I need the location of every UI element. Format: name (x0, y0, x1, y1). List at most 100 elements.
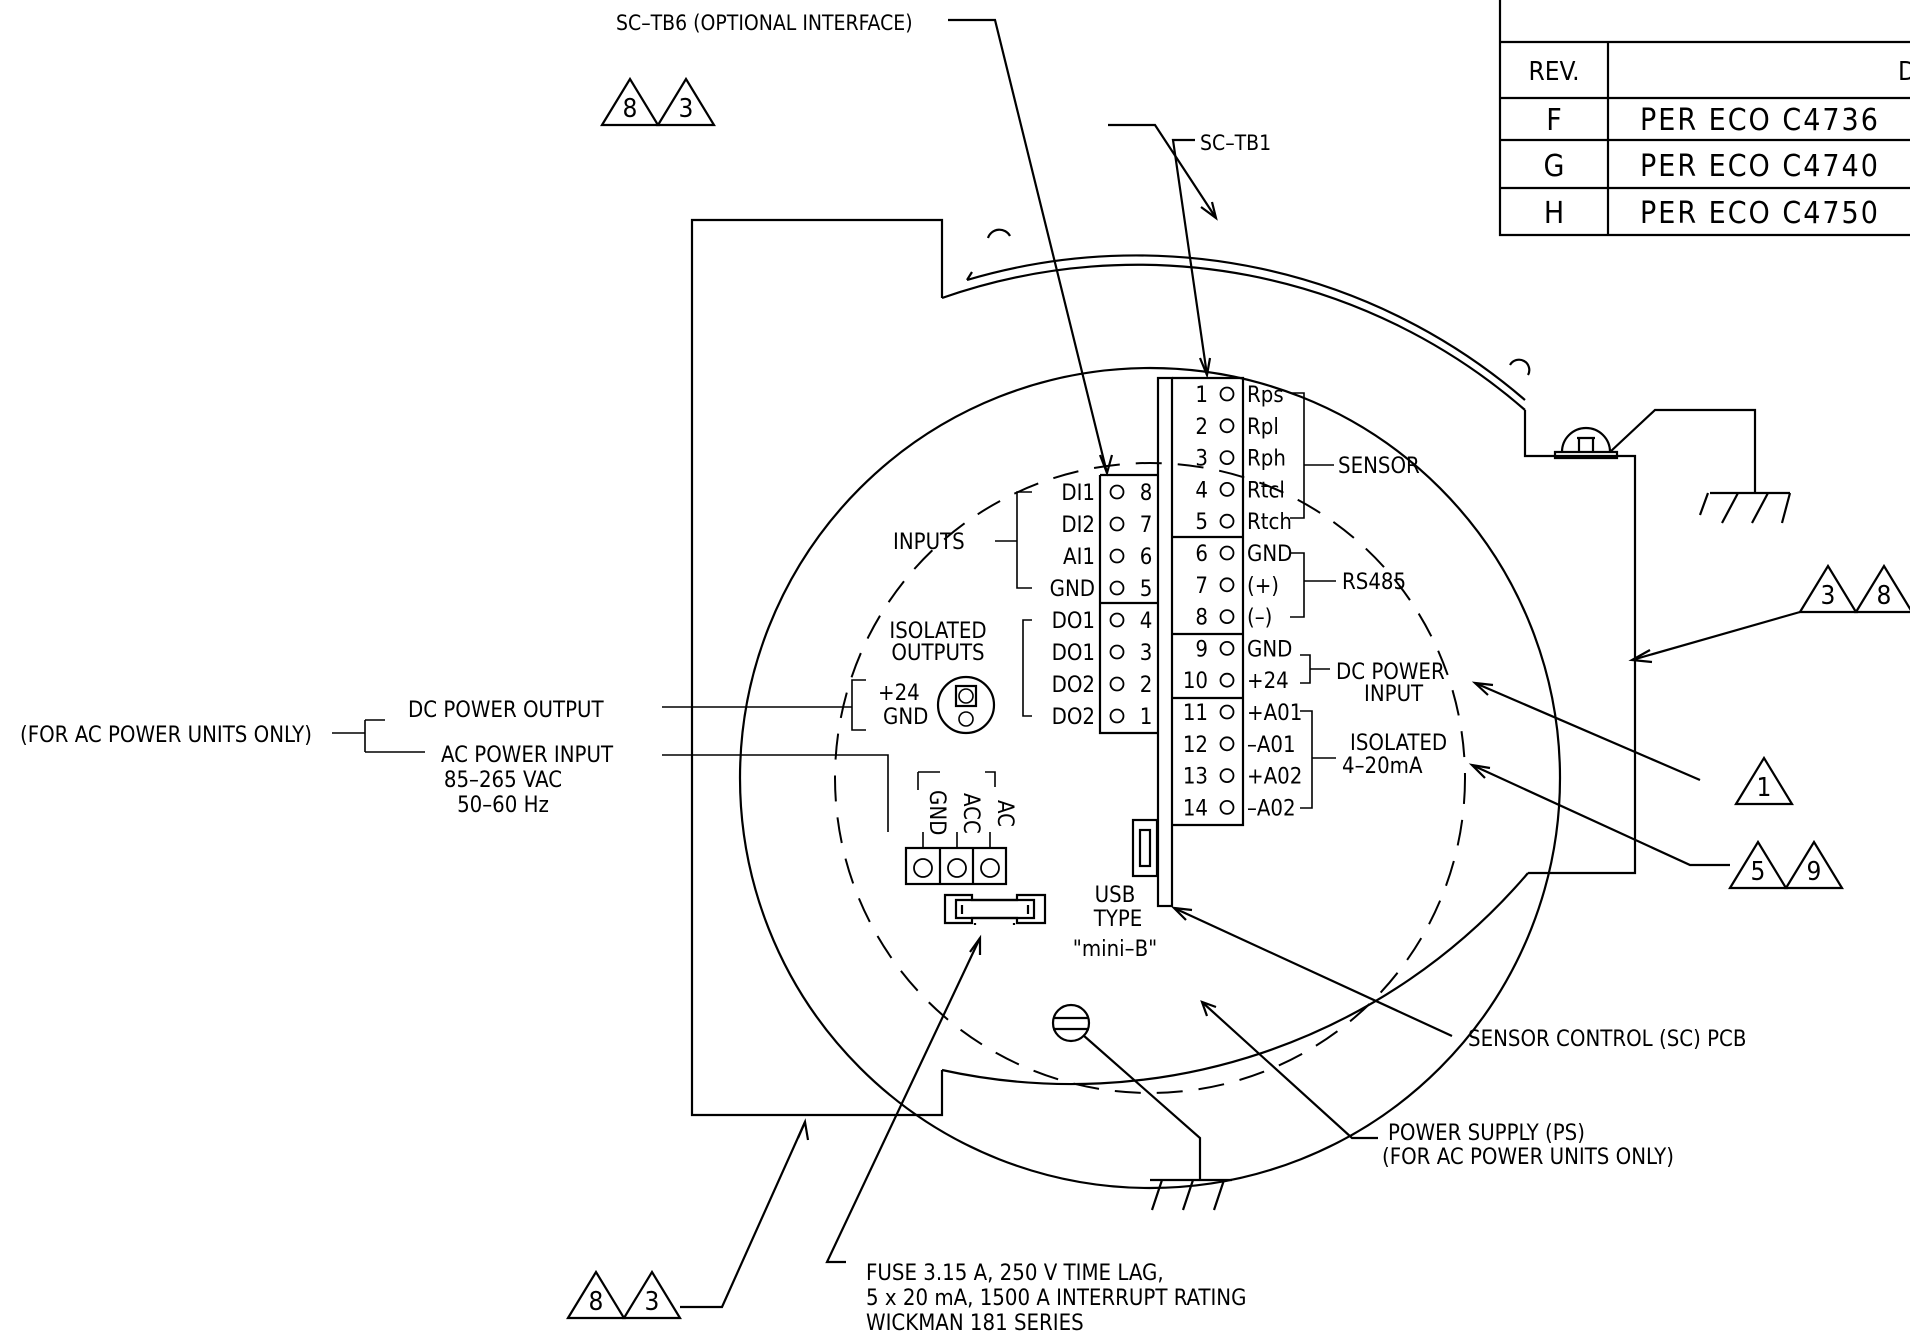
tb1-terminal-label: Rph (1247, 447, 1286, 472)
tb6-terminal-hole (1109, 484, 1125, 500)
fuse-label: WICKMAN 181 SERIES (866, 1311, 1084, 1336)
inputs-label: INPUTS (893, 530, 965, 555)
tb1-terminal-label: GND (1247, 542, 1292, 567)
note-triangle-icon (622, 1269, 682, 1320)
tb1-terminal-number: 2 (1195, 415, 1208, 440)
isolated-4-20-label: 4–20mA (1342, 754, 1423, 779)
tb1-terminal-hole (1219, 513, 1235, 529)
enclosure-outline (690, 218, 1792, 1211)
note-triangle-icon (1798, 563, 1858, 614)
tb1-terminal-number: 4 (1195, 478, 1208, 503)
tb1-terminal-number: 9 (1195, 637, 1208, 662)
ac-power-input-label: AC POWER INPUT (441, 743, 614, 768)
tb1-terminal-label: (+) (1247, 574, 1279, 599)
tb6-terminal-number: 4 (1140, 609, 1153, 634)
tb1-terminal-hole (1219, 386, 1235, 402)
sc-tb6-block (1098, 473, 1158, 735)
tb1-terminal-hole (1219, 736, 1235, 752)
leader-lines (332, 18, 1801, 1309)
note-triangle-number: 8 (1877, 581, 1892, 611)
tb6-terminal-number: 8 (1140, 481, 1153, 506)
dc-output-connector (851, 675, 996, 735)
tb1-terminal-number: 3 (1195, 447, 1208, 472)
tb1-terminal-label: (–) (1247, 606, 1272, 631)
tb1-terminal-hole (1219, 577, 1235, 593)
tb1-terminal-label: Rtch (1247, 510, 1292, 535)
ps-label: POWER SUPPLY (PS) (1388, 1121, 1585, 1146)
hz-label: 50–60 Hz (457, 793, 549, 818)
tb1-terminal-number: 8 (1195, 606, 1208, 631)
tb1-terminal-label: GND (1247, 637, 1292, 662)
ps-label: (FOR AC POWER UNITS ONLY) (1382, 1145, 1674, 1170)
usb-label: USB (1095, 883, 1136, 908)
tb1-terminal-label: Rps (1247, 383, 1284, 408)
tb1-terminal-hole (1219, 641, 1235, 656)
tb1-terminal-hole (1219, 768, 1235, 783)
tb1-terminal-number: 11 (1183, 701, 1208, 726)
gnd-label: GND (883, 705, 928, 730)
tb6-terminal-number: 3 (1140, 641, 1153, 666)
tb6-terminal-number: 1 (1140, 705, 1153, 730)
tb1-terminal-number: 12 (1183, 733, 1208, 758)
sc-tb1-label: SC–TB1 (1200, 131, 1271, 155)
tb6-terminal-hole (1109, 708, 1125, 724)
dc-power-output-label: DC POWER OUTPUT (408, 698, 605, 723)
note-triangle-icon (1734, 755, 1794, 806)
tb6-terminal-hole (1109, 516, 1125, 532)
tb6-terminal-hole (1109, 612, 1125, 628)
tb1-terminal-label: Rtcl (1247, 478, 1285, 503)
note-triangle-number: 8 (623, 94, 638, 124)
tb1-terminal-label: –A02 (1247, 796, 1296, 821)
note-triangles: 8 3 3 8 1 5 9 8 3 (566, 76, 1910, 1320)
rev-header: REV. (1528, 57, 1579, 87)
sc-tb1-block (1172, 376, 1245, 827)
note-triangle-number: 3 (679, 94, 694, 124)
dc-power-input-label: INPUT (1364, 682, 1424, 707)
tb6-terminal-number: 5 (1140, 577, 1153, 602)
rev-cell: H (1544, 196, 1564, 231)
ps-acc-label: ACC (958, 793, 983, 834)
tb6-terminal-label: DO1 (1052, 609, 1095, 634)
tb1-terminal-number: 13 (1183, 765, 1208, 790)
rs485-label: RS485 (1342, 570, 1406, 595)
desc-cell: PER ECO C4736 (1640, 103, 1880, 138)
fuse (943, 893, 1047, 925)
note-triangle-number: 9 (1807, 857, 1822, 887)
sc-pcb (1131, 376, 1174, 908)
note-triangle-number: 3 (1821, 581, 1836, 611)
note-triangle-icon (656, 76, 716, 127)
desc-header: D (1898, 57, 1910, 87)
note-triangle-number: 5 (1751, 857, 1766, 887)
tb6-terminal-label: DO1 (1052, 641, 1095, 666)
ps-ac-label: AC (992, 800, 1017, 827)
tb6-terminal-number: 2 (1140, 673, 1153, 698)
tb1-terminal-label: +A02 (1247, 765, 1302, 790)
tb1-terminal-hole (1219, 609, 1235, 624)
tb1-terminal-label: Rpl (1247, 415, 1279, 440)
note-triangle-number: 8 (589, 1287, 604, 1317)
tb1-terminal-number: 14 (1183, 796, 1208, 821)
tb1-brackets (1290, 392, 1336, 809)
sc-pcb-label: SENSOR CONTROL (SC) PCB (1468, 1027, 1746, 1052)
revision-table: REV. D F PER ECO C4736 G PER ECO C4740 H… (1498, 0, 1910, 237)
rev-cell: F (1546, 103, 1562, 138)
ps-gnd-label: GND (924, 790, 949, 835)
tb1-terminal-hole (1219, 481, 1235, 497)
sensor-label: SENSOR (1338, 454, 1420, 479)
note-triangle-icon (1854, 563, 1910, 614)
tb6-terminal-label: GND (1050, 577, 1095, 602)
fuse-label: FUSE 3.15 A, 250 V TIME LAG, (866, 1261, 1164, 1286)
usb-label: "mini–B" (1073, 937, 1158, 962)
tb6-terminal-hole (1109, 676, 1125, 692)
isolated-outputs-label: ISOLATED (889, 619, 986, 644)
tb6-terminal-label: DO2 (1052, 705, 1095, 730)
isolated-4-20-label: ISOLATED (1350, 731, 1447, 756)
plus24-label: +24 (878, 681, 920, 706)
note-triangle-icon (600, 76, 660, 127)
rev-cell: G (1544, 149, 1565, 184)
fuse-label: 5 x 20 mA, 1500 A INTERRUPT RATING (866, 1286, 1246, 1311)
note-triangle-number: 1 (1757, 773, 1772, 803)
